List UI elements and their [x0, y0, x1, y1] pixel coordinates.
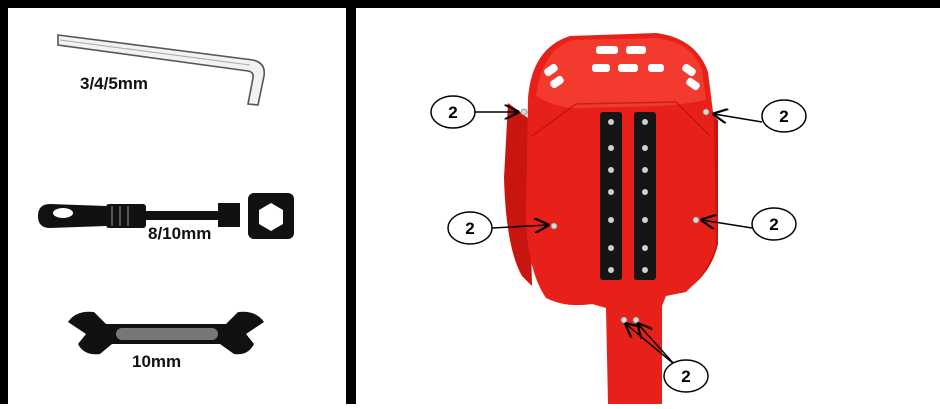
tool-label-screwdriver: 8/10mm	[148, 224, 211, 244]
svg-text:2: 2	[681, 367, 690, 386]
panel-divider	[346, 0, 356, 404]
hex-key-icon	[58, 35, 264, 105]
skid-plate	[504, 33, 718, 404]
open-end-wrench-icon	[68, 312, 264, 355]
svg-text:2: 2	[465, 219, 474, 238]
callout-2-middle-left: 2	[448, 212, 492, 244]
tools-panel: 3/4/5mm 8/10mm 10mm	[8, 8, 346, 404]
callout-2-bottom: 2	[664, 360, 708, 392]
tool-label-hex-key: 3/4/5mm	[80, 74, 148, 94]
svg-text:2: 2	[448, 103, 457, 122]
part-panel: 2 2 2 2 2	[356, 8, 940, 404]
callout-2-top-left: 2	[431, 96, 475, 128]
callout-2-middle-right: 2	[752, 208, 796, 240]
svg-text:2: 2	[769, 215, 778, 234]
tool-label-wrench: 10mm	[132, 352, 181, 372]
skid-plate-graphic: 2 2 2 2 2	[356, 8, 940, 404]
svg-text:2: 2	[779, 107, 788, 126]
callout-2-top-right: 2	[762, 100, 806, 132]
tools-graphic	[8, 8, 346, 404]
